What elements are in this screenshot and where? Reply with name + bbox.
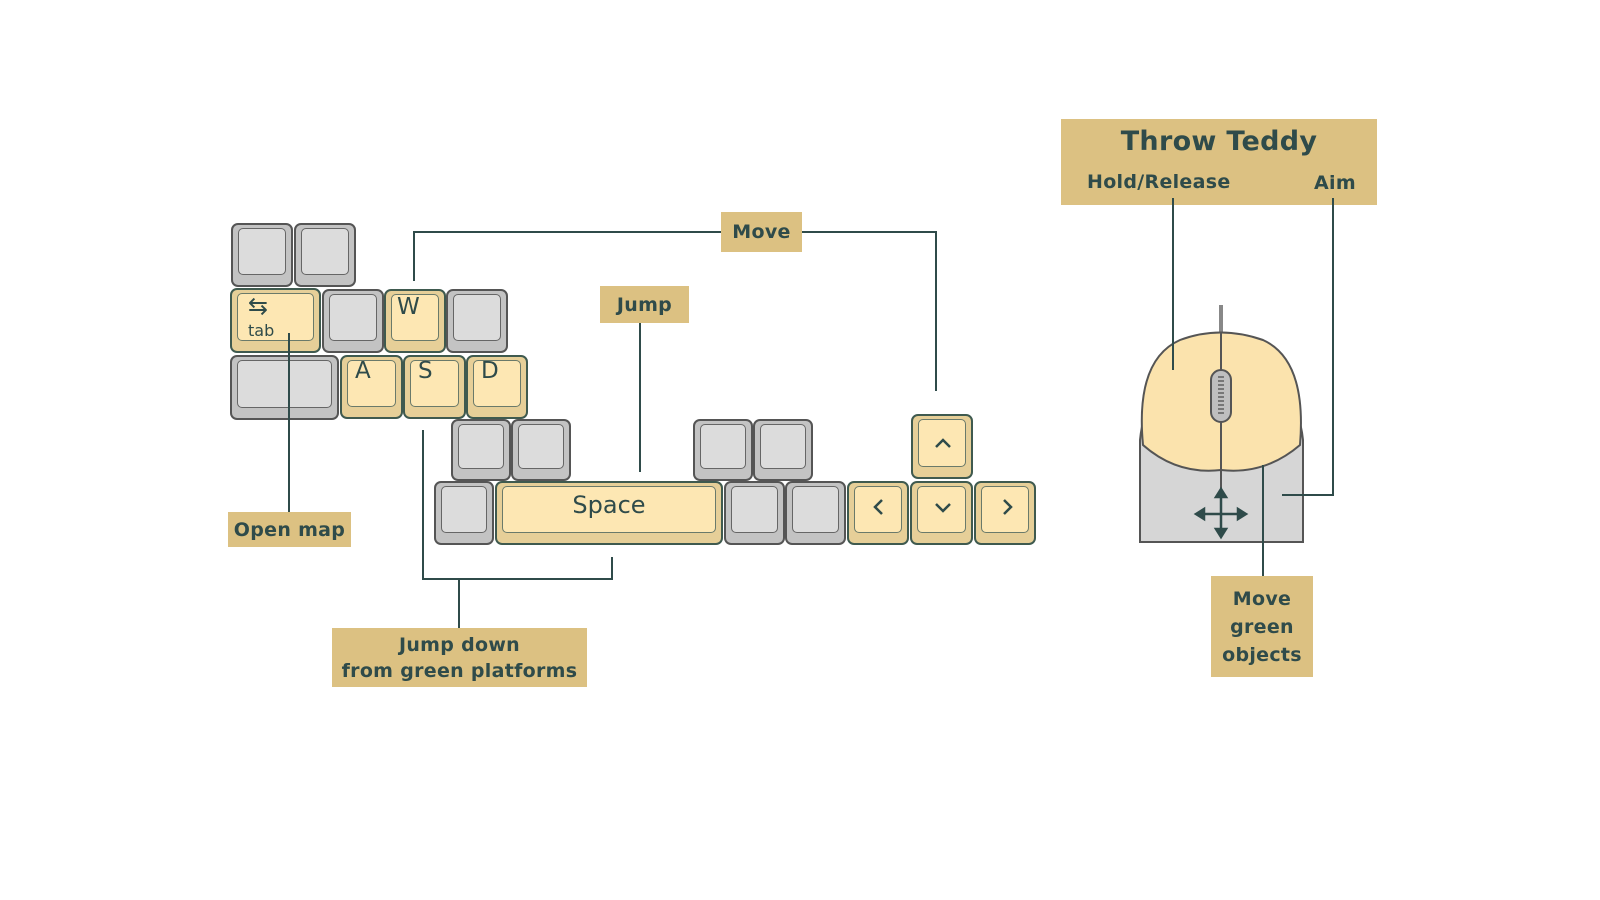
jump-down-connector [458,578,460,628]
mouse-icon [1139,305,1304,543]
aim-connector [1332,198,1334,496]
key-s: S [403,355,466,419]
key-space-label: Space [572,491,646,519]
key-blank [294,223,356,287]
key-arrow-left [847,481,909,545]
key-a-label: A [355,358,371,384]
key-w: W [384,289,446,353]
key-blank [753,419,813,481]
key-tab-label: tab [248,321,275,340]
arrow-left-icon [873,499,883,515]
key-ctrl-right [785,481,846,545]
key-e [446,289,508,353]
key-arrow-down [910,481,973,545]
jump-down-connector [422,430,424,580]
tab-icon: ⇆ [248,292,269,320]
key-space: Space [495,481,723,545]
key-q [322,289,384,353]
key-a: A [340,355,403,419]
jump-connector [639,322,641,472]
move-objects-line2: green [1230,615,1294,638]
jump-label: Jump [600,286,689,323]
key-arrow-up [911,414,973,479]
move-connector [935,231,937,391]
jump-down-line2: from green platforms [341,659,578,682]
aim-connector [1282,494,1334,496]
key-alt [724,481,785,545]
throw-teddy-title: Throw Teddy [1120,126,1318,157]
key-arrow-right [974,481,1036,545]
key-blank [693,419,753,481]
move-connector [800,231,937,233]
move-cross-icon [1193,486,1249,540]
move-objects-connector [1262,465,1264,577]
key-blank [451,419,511,481]
aim-label: Aim [1314,172,1356,194]
key-w-label: W [397,294,420,320]
move-objects-line1: Move [1232,587,1292,610]
jump-down-label: Jump down from green platforms [332,628,587,687]
key-tab: ⇆ tab [230,288,321,353]
move-objects-label: Move green objects [1211,576,1313,677]
key-d-label: D [481,358,499,384]
arrow-down-icon [935,503,951,513]
throw-teddy-panel: Throw Teddy Hold/Release Aim [1061,119,1377,205]
key-d: D [466,355,528,419]
move-connector [413,231,415,281]
move-label: Move [721,212,802,252]
jump-down-line1: Jump down [398,633,521,656]
arrow-up-icon [935,438,951,448]
key-caps [230,355,339,420]
jump-down-connector [611,557,613,580]
jump-down-connector [422,578,613,580]
arrow-right-icon [1003,499,1013,515]
move-objects-line3: objects [1222,643,1302,666]
open-map-label: Open map [228,512,351,547]
hold-release-label: Hold/Release [1087,171,1231,193]
open-map-connector [288,333,290,513]
hold-release-connector [1172,198,1174,370]
move-connector [413,231,723,233]
key-ctrl [434,481,494,545]
key-blank [511,419,571,481]
key-s-label: S [418,358,433,384]
key-blank [231,223,293,287]
